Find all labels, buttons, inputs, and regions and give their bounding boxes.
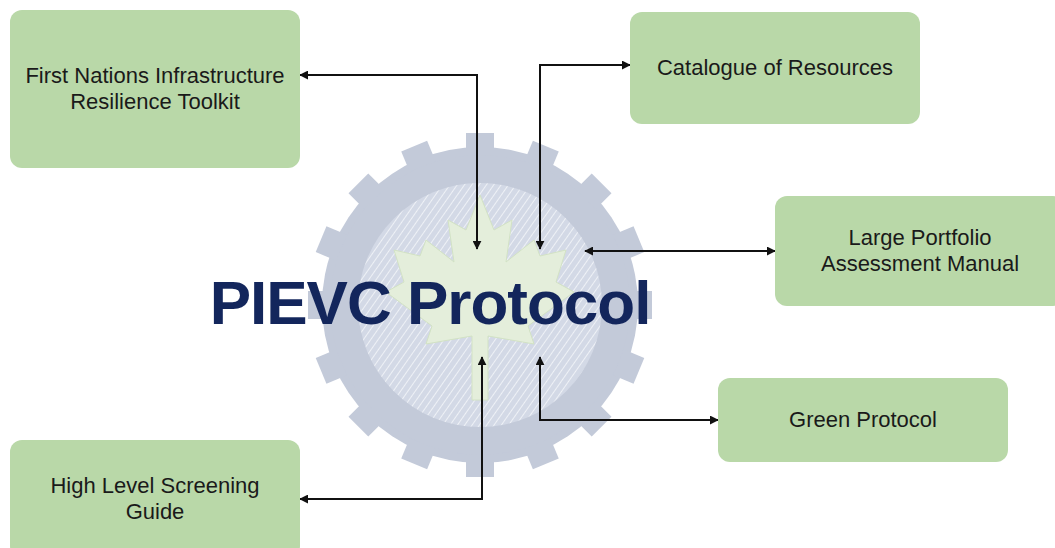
resource-box: Catalogue of Resources — [630, 12, 920, 124]
box-label: Large Portfolio Assessment Manual — [789, 225, 1051, 278]
box-label: Green Protocol — [789, 407, 937, 433]
box-label: High Level Screening Guide — [24, 473, 286, 526]
two-way-arrow — [300, 357, 482, 499]
two-way-arrow — [300, 75, 477, 249]
two-way-arrow — [540, 357, 718, 420]
two-way-arrow — [540, 65, 630, 249]
resource-box: First Nations Infrastructure Resilience … — [10, 10, 300, 168]
gear-tooth — [466, 133, 494, 155]
central-title: PIEVC Protocol — [210, 269, 651, 337]
resource-box: High Level Screening Guide — [10, 440, 300, 548]
central-protocol: PIEVC Protocol — [200, 249, 661, 357]
box-label: Catalogue of Resources — [657, 55, 893, 81]
gear-tooth — [466, 455, 494, 477]
resource-box: Large Portfolio Assessment Manual — [775, 196, 1055, 306]
two-way-arrow — [585, 250, 775, 252]
box-label: First Nations Infrastructure Resilience … — [24, 63, 286, 116]
resource-box: Green Protocol — [718, 378, 1008, 462]
